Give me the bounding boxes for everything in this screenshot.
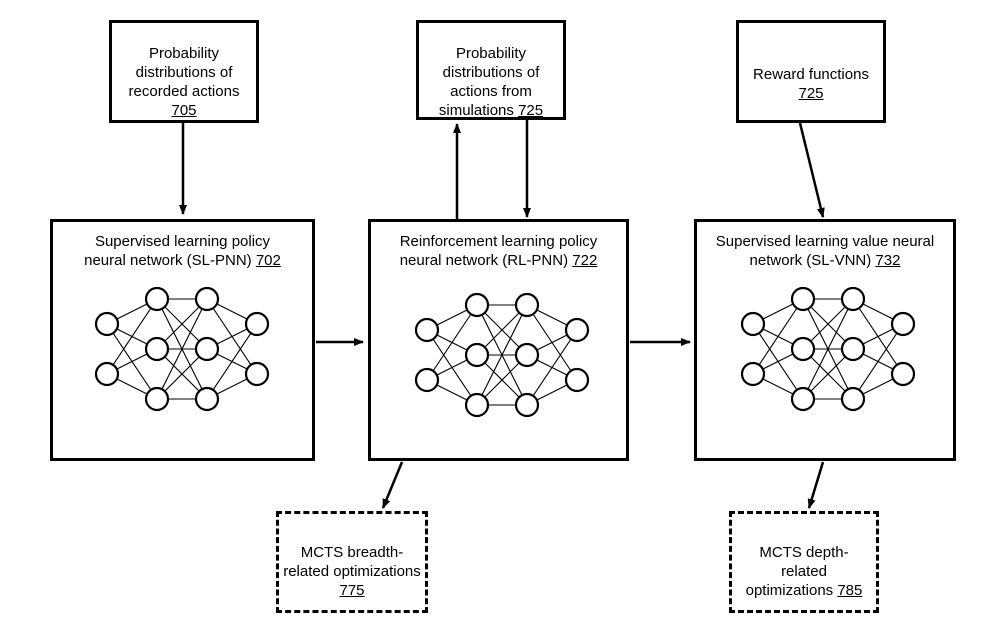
network-node <box>244 361 270 387</box>
simulation-actions-box: Probability distributions of actions fro… <box>416 20 566 120</box>
network-node <box>464 342 490 368</box>
rl-pnn-label: Reinforcement learning policy neural net… <box>371 232 626 270</box>
arrow-reward-to-sl-vnn <box>798 122 825 218</box>
network-node <box>790 336 816 362</box>
reward-functions-text: Reward functions <box>753 66 869 83</box>
network-edge <box>852 323 904 400</box>
sl-vnn-label: Supervised learning value neural network… <box>697 232 953 270</box>
simulation-actions-ref: 725 <box>518 102 544 119</box>
network-node <box>94 361 120 387</box>
rl-pnn-text: Reinforcement learning policy neural net… <box>399 233 598 269</box>
network-edge <box>106 298 158 375</box>
network-node <box>194 336 220 362</box>
network-node <box>514 342 540 368</box>
network-edge <box>802 298 854 400</box>
sl-vnn-box: Supervised learning value neural network… <box>694 219 956 461</box>
simulation-actions-label: Probability distributions of actions fro… <box>419 44 563 120</box>
network-edge <box>526 329 578 406</box>
network-edge <box>206 323 258 400</box>
mcts-breadth-text: MCTS breadth-related optimizations <box>283 544 421 580</box>
network-node <box>740 361 766 387</box>
mcts-depth-box: MCTS depth-related optimizations 785 <box>729 511 879 613</box>
network-edge <box>426 304 478 381</box>
mcts-depth-text: MCTS depth-related optimizations <box>745 544 849 599</box>
sl-pnn-network-icon <box>94 286 270 412</box>
network-node <box>890 361 916 387</box>
rl-pnn-box: Reinforcement learning policy neural net… <box>368 219 629 461</box>
network-node <box>464 292 490 318</box>
network-node <box>790 386 816 412</box>
recorded-actions-text: Probability distributions of recorded ac… <box>128 45 240 100</box>
network-node <box>564 317 590 343</box>
recorded-actions-label: Probability distributions of recorded ac… <box>112 44 256 120</box>
network-node <box>840 286 866 312</box>
sl-pnn-box: Supervised learning policy neural networ… <box>50 219 315 461</box>
sl-vnn-ref: 732 <box>875 252 901 269</box>
network-node <box>194 386 220 412</box>
arrow-sl-vnn-to-mcts-depth <box>807 461 825 509</box>
mcts-breadth-ref: 775 <box>339 582 365 599</box>
network-node <box>144 336 170 362</box>
network-node <box>840 336 866 362</box>
network-node <box>414 317 440 343</box>
network-node <box>144 286 170 312</box>
network-node <box>514 292 540 318</box>
network-node <box>840 386 866 412</box>
network-node <box>94 311 120 337</box>
reward-functions-label: Reward functions 725 <box>739 65 883 103</box>
sl-pnn-text: Supervised learning policy neural networ… <box>84 233 271 269</box>
network-node <box>194 286 220 312</box>
recorded-actions-box: Probability distributions of recorded ac… <box>109 20 259 123</box>
network-node <box>144 386 170 412</box>
mcts-breadth-label: MCTS breadth-related optimizations 775 <box>279 543 425 600</box>
mcts-depth-ref: 785 <box>837 582 863 599</box>
network-edge <box>752 298 804 375</box>
arrow-rl-pnn-to-mcts-breadth <box>381 461 404 509</box>
rl-pnn-network-icon <box>414 292 590 418</box>
simulation-actions-text: Probability distributions of actions fro… <box>438 45 540 119</box>
mcts-depth-label: MCTS depth-related optimizations 785 <box>732 543 876 600</box>
network-edge <box>476 304 528 406</box>
network-node <box>464 392 490 418</box>
network-node <box>890 311 916 337</box>
rl-pnn-ref: 722 <box>572 252 598 269</box>
sl-vnn-text: Supervised learning value neural network… <box>715 233 935 269</box>
network-node <box>514 392 540 418</box>
reward-functions-ref: 725 <box>798 85 824 102</box>
network-node <box>414 367 440 393</box>
sl-pnn-ref: 702 <box>255 252 281 269</box>
network-edge <box>156 298 208 400</box>
sl-pnn-label: Supervised learning policy neural networ… <box>53 232 312 270</box>
sl-vnn-network-icon <box>740 286 916 412</box>
network-node <box>740 311 766 337</box>
mcts-breadth-box: MCTS breadth-related optimizations 775 <box>276 511 428 613</box>
reward-functions-box: Reward functions 725 <box>736 20 886 123</box>
network-node <box>790 286 816 312</box>
recorded-actions-ref: 705 <box>171 102 197 119</box>
network-node <box>244 311 270 337</box>
network-node <box>564 367 590 393</box>
